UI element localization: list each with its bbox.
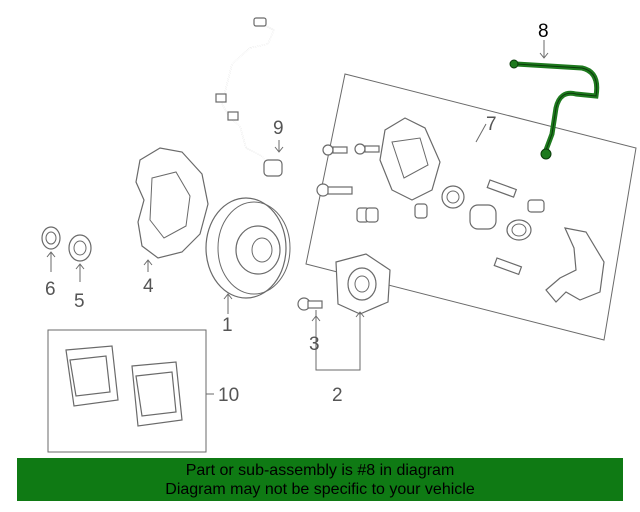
- seal-part-6: [41, 226, 61, 250]
- brake-rotor-part-1: [205, 197, 291, 299]
- hub-bolt-part-3: [297, 297, 323, 311]
- brake-pads-part-10: [47, 329, 207, 453]
- callout-7: 7: [486, 114, 497, 135]
- callout-8: 8: [538, 21, 549, 42]
- callout-10: 10: [218, 385, 239, 406]
- callout-3: 3: [309, 334, 320, 355]
- banner-line-1: Part or sub-assembly is #8 in diagram: [185, 462, 455, 479]
- callout-4: 4: [143, 276, 154, 297]
- brake-hose-part-8[interactable]: [509, 59, 600, 160]
- parts-diagram: 1 2 3 4 5 6 7 8 9 10: [41, 17, 637, 453]
- callout-2: 2: [332, 385, 343, 406]
- callout-1: 1: [222, 315, 233, 336]
- callout-9: 9: [273, 118, 284, 139]
- callout-5: 5: [74, 291, 85, 312]
- dust-shield-part-4: [135, 147, 209, 259]
- abs-sensor-part-9: [215, 17, 283, 177]
- vehicle-fit-banner: Part or sub-assembly is #8 in diagram Di…: [17, 458, 623, 501]
- callout-6: 6: [45, 279, 56, 300]
- caliper-kit-panel: [305, 73, 637, 341]
- leader-lines: [46, 40, 549, 395]
- wheel-hub-part-2: [335, 253, 391, 315]
- seal-part-5: [68, 234, 92, 262]
- banner-line-2: Diagram may not be specific to your vehi…: [165, 481, 475, 498]
